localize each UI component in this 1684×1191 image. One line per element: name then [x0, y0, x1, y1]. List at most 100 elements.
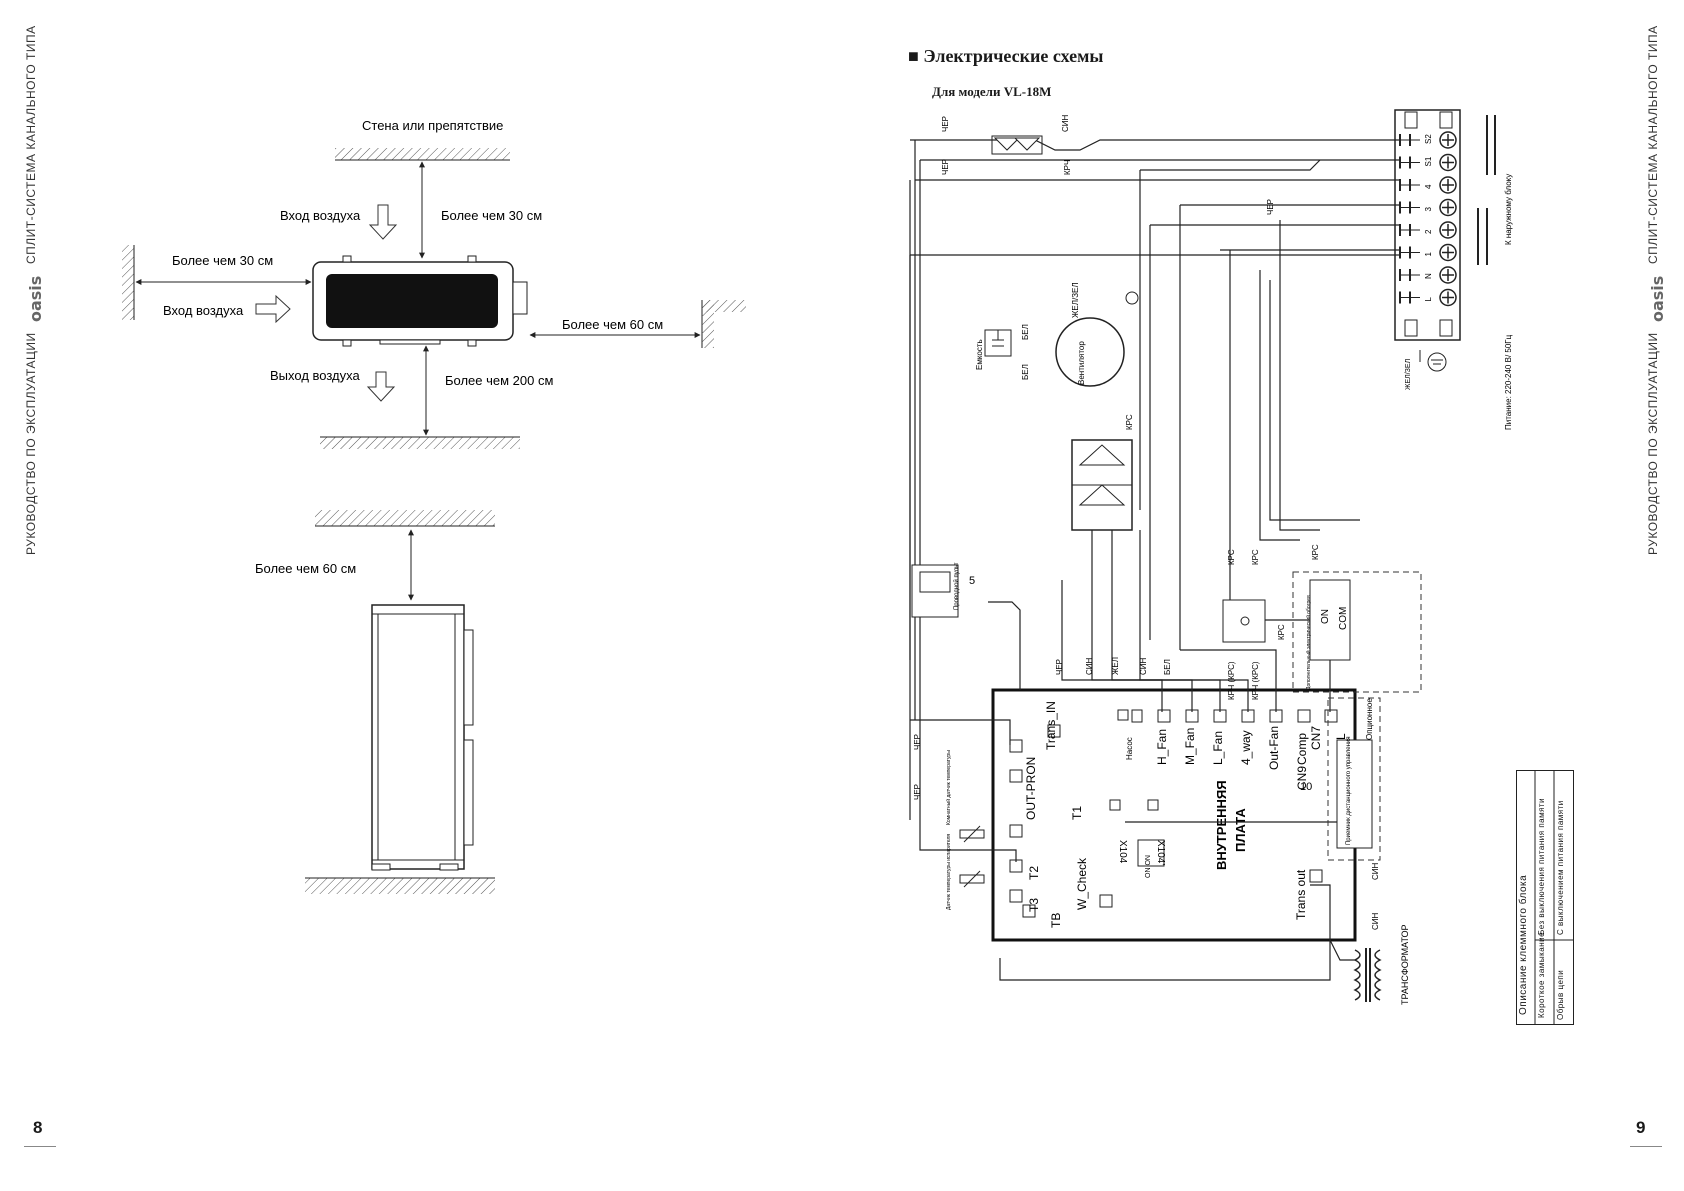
extra-heater-box: [1292, 571, 1422, 693]
wire-label: СИН: [1061, 114, 1070, 132]
wire-label: СИН: [1139, 657, 1148, 675]
terminal-label: S1: [1424, 156, 1433, 166]
transformer-icon: [1353, 948, 1382, 1002]
wire-label: КРЧ (КРС): [1227, 661, 1236, 700]
on-label: ON: [1320, 609, 1331, 624]
table-cell: Без выключения питания памяти: [1537, 797, 1546, 935]
conn-t1: T1: [1070, 806, 1084, 820]
clear-bottom-label: Более чем 200 см: [445, 373, 553, 388]
side-header-right: СПЛИТ-СИСТЕМА КАНАЛЬНОГО ТИПА: [1646, 25, 1660, 264]
terminal-table-title: Описание клеммного блока: [1518, 874, 1529, 1015]
table-cell: Короткое замыкание: [1537, 931, 1546, 1018]
optional-receiver-box: [1327, 697, 1381, 861]
terminal-label: S2: [1424, 134, 1433, 144]
wire-number: 5: [969, 575, 975, 587]
terminal-label: 3: [1424, 207, 1433, 212]
terminal-row: 1: [1399, 243, 1457, 262]
side-footer-right: РУКОВОДСТВО ПО ЭКСПЛУАТАЦИИ: [1646, 332, 1660, 555]
terminal-row: 2: [1399, 221, 1457, 239]
terminal-row: N: [1399, 266, 1457, 284]
wire-label: КРС: [1227, 549, 1236, 565]
clear-right-label: Более чем 60 см: [562, 317, 663, 332]
air-in-side-arrow: [255, 294, 291, 324]
terminal-label: L: [1424, 297, 1433, 302]
wire-number: 10: [1300, 781, 1312, 793]
conn-out-fan: Out-Fan: [1267, 726, 1281, 770]
floor-outdoor: [305, 877, 495, 894]
conn-out-pron: OUT-PRON: [1024, 757, 1038, 820]
floor-indoor: [320, 436, 520, 449]
wired-remote-icon: [911, 564, 959, 618]
logo-brand: oasis: [1648, 275, 1667, 322]
conn-t3: T3: [1027, 898, 1041, 912]
air-in-top-arrow: [368, 204, 398, 240]
wire-label: ЖЕЛ: [1111, 657, 1120, 675]
conn-comp: Comp: [1295, 733, 1309, 765]
page-number-rule: [24, 1146, 56, 1147]
left-wall: [122, 245, 135, 320]
top-wall: [335, 148, 510, 161]
air-out-label: Выход воздуха: [270, 368, 360, 383]
conn-w-check: W_Check: [1075, 857, 1089, 910]
wire-label: КРС: [1125, 414, 1134, 430]
conn-x104: X104: [1117, 840, 1128, 864]
table-cell: Обрыв цепи: [1556, 969, 1565, 1020]
board-title: ВНУТРЕННЯЯ: [1214, 780, 1229, 870]
capacitor-label: Емкость: [975, 339, 984, 370]
wired-remote-label: Проводной пульт: [953, 562, 960, 610]
terminal-row: 3: [1399, 198, 1457, 217]
terminal-table: Описание клеммного блока Короткое замыка…: [1516, 770, 1574, 1025]
room-sensor-icon: [959, 825, 985, 843]
right-wall: [701, 300, 746, 348]
outdoor-unit: [371, 604, 474, 871]
terminal-row: S1: [1399, 153, 1457, 172]
wire-label: СИН: [1085, 657, 1094, 675]
wire-label: КРЧ: [1063, 160, 1072, 175]
ground-icon: [1125, 291, 1139, 305]
fan-motor-icon: [1055, 317, 1125, 387]
clear-left-label: Более чем 30 см: [172, 253, 273, 268]
terminal-label: 2: [1424, 229, 1433, 234]
ferrite-core-icon: [1071, 439, 1133, 531]
conn-cn9: CN9: [1295, 766, 1309, 790]
pipe-sensor-icon: [959, 870, 985, 888]
wire-bundle: [909, 139, 1400, 820]
power-label: Питание: 220-240 В/ 50Гц: [1504, 334, 1513, 430]
relay-icon: [1222, 599, 1266, 643]
ground-icon: [1419, 350, 1447, 372]
wall-label: Стена или препятствие: [362, 118, 503, 133]
wire-label: ЖЕЛ/ЗЕЛ: [1071, 282, 1080, 318]
conn-trans-out: Trans out: [1294, 869, 1308, 920]
wire-label: КРС: [1277, 624, 1286, 640]
page-number-rule: [1630, 1146, 1662, 1147]
wire-label: СИН: [1371, 912, 1380, 930]
transformer-label: ТРАНСФОРМАТОР: [1400, 924, 1410, 1005]
pipe-sensor-label: Датчик температуры испарителя: [946, 834, 952, 910]
page-number-left: 8: [33, 1118, 43, 1137]
model-subtitle: Для модели VL-18M: [932, 84, 1052, 99]
air-out-arrow: [366, 371, 396, 402]
air-in-side-label: Вход воздуха: [163, 303, 244, 318]
ferrite-icon: [991, 135, 1043, 155]
conn-trans-in: Trans_IN: [1044, 701, 1058, 750]
indoor-unit: [312, 255, 528, 347]
conn-l-fan: L_Fan: [1211, 731, 1225, 765]
com-label: COM: [1338, 607, 1349, 630]
page-title: ■ Электрические схемы: [908, 46, 1104, 66]
ceiling-outdoor: [315, 510, 495, 527]
conn-pump: Насос: [1125, 737, 1134, 760]
wire-label: КРС: [1251, 549, 1260, 565]
table-cell: С выключением питания памяти: [1556, 800, 1565, 935]
conn-tb: TB: [1049, 913, 1063, 928]
wire-label: ЧЕР: [1266, 199, 1275, 215]
board-title: ПЛАТА: [1233, 808, 1248, 852]
terminal-table-grid: [1516, 770, 1574, 1025]
dip-switch-label: ON ON: [1145, 855, 1152, 878]
wire-label: СИН: [1371, 862, 1380, 880]
conn-t2: T2: [1027, 866, 1041, 880]
conn-4way: 4_way: [1239, 730, 1253, 765]
room-sensor-label: Комнатный датчик температуры: [945, 750, 952, 825]
terminal-row: L: [1399, 288, 1457, 307]
